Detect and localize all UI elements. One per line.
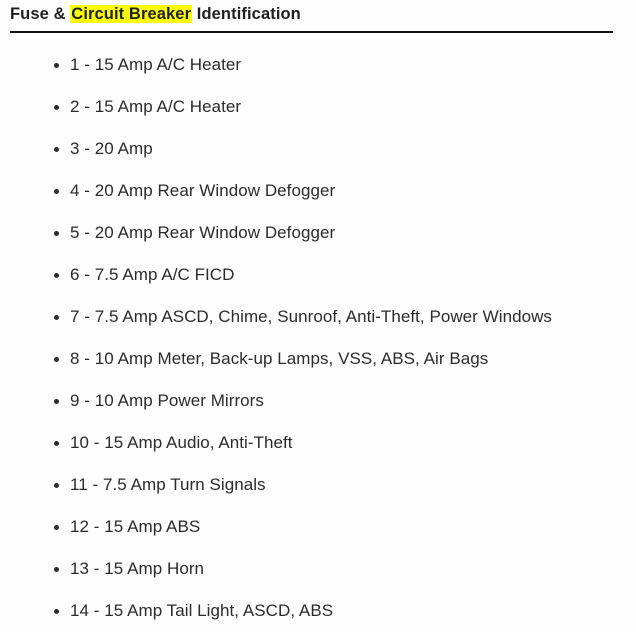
list-item-label: 6 - 7.5 Amp A/C FICD (70, 265, 235, 284)
list-item: 3 - 20 Amp (0, 128, 636, 170)
list-item-label: 11 - 7.5 Amp Turn Signals (70, 475, 266, 494)
page-title: Fuse & Circuit Breaker Identification (10, 3, 626, 25)
page-title-highlighted-term: Circuit Breaker (70, 5, 193, 23)
bullet-icon (54, 398, 59, 404)
list-item: 7 - 7.5 Amp ASCD, Chime, Sunroof, Anti-T… (0, 296, 636, 338)
list-item: 2 - 15 Amp A/C Heater (0, 86, 636, 128)
list-item-label: 14 - 15 Amp Tail Light, ASCD, ABS (70, 601, 334, 620)
list-item: 11 - 7.5 Amp Turn Signals (0, 464, 636, 506)
bullet-icon (54, 272, 59, 278)
list-item: 10 - 15 Amp Audio, Anti-Theft (0, 422, 636, 464)
bullet-icon (54, 188, 59, 194)
bullet-icon (54, 104, 59, 110)
list-item-label: 5 - 20 Amp Rear Window Defogger (70, 223, 336, 242)
bullet-icon (54, 314, 59, 320)
list-item-label: 1 - 15 Amp A/C Heater (70, 55, 242, 74)
page-title-prefix: Fuse & (10, 5, 71, 23)
bullet-icon (54, 230, 59, 236)
list-item-label: 2 - 15 Amp A/C Heater (70, 97, 242, 116)
list-item-label: 10 - 15 Amp Audio, Anti-Theft (70, 433, 293, 452)
list-item-label: 13 - 15 Amp Horn (70, 559, 205, 578)
list-item: 14 - 15 Amp Tail Light, ASCD, ABS (0, 590, 636, 632)
title-divider (10, 31, 613, 33)
bullet-icon (54, 566, 59, 572)
bullet-icon (54, 62, 59, 68)
list-item-label: 7 - 7.5 Amp ASCD, Chime, Sunroof, Anti-T… (70, 307, 552, 326)
list-item-label: 9 - 10 Amp Power Mirrors (70, 391, 264, 410)
page-header: Fuse & Circuit Breaker Identification (0, 0, 636, 33)
list-item-label: 3 - 20 Amp (70, 139, 153, 158)
list-item: 12 - 15 Amp ABS (0, 506, 636, 548)
list-item: 5 - 20 Amp Rear Window Defogger (0, 212, 636, 254)
list-item: 9 - 10 Amp Power Mirrors (0, 380, 636, 422)
bullet-icon (54, 146, 59, 152)
bullet-icon (54, 482, 59, 488)
bullet-icon (54, 608, 59, 614)
list-item-label: 12 - 15 Amp ABS (70, 517, 201, 536)
fuse-list: 1 - 15 Amp A/C Heater 2 - 15 Amp A/C Hea… (0, 44, 636, 632)
list-item: 8 - 10 Amp Meter, Back-up Lamps, VSS, AB… (0, 338, 636, 380)
bullet-icon (54, 356, 59, 362)
page-title-suffix: Identification (192, 5, 301, 23)
list-item-label: 4 - 20 Amp Rear Window Defogger (70, 181, 336, 200)
list-item: 4 - 20 Amp Rear Window Defogger (0, 170, 636, 212)
bullet-icon (54, 524, 59, 530)
list-item: 13 - 15 Amp Horn (0, 548, 636, 590)
list-item-label: 8 - 10 Amp Meter, Back-up Lamps, VSS, AB… (70, 349, 489, 368)
list-item: 1 - 15 Amp A/C Heater (0, 44, 636, 86)
bullet-icon (54, 440, 59, 446)
list-item: 6 - 7.5 Amp A/C FICD (0, 254, 636, 296)
